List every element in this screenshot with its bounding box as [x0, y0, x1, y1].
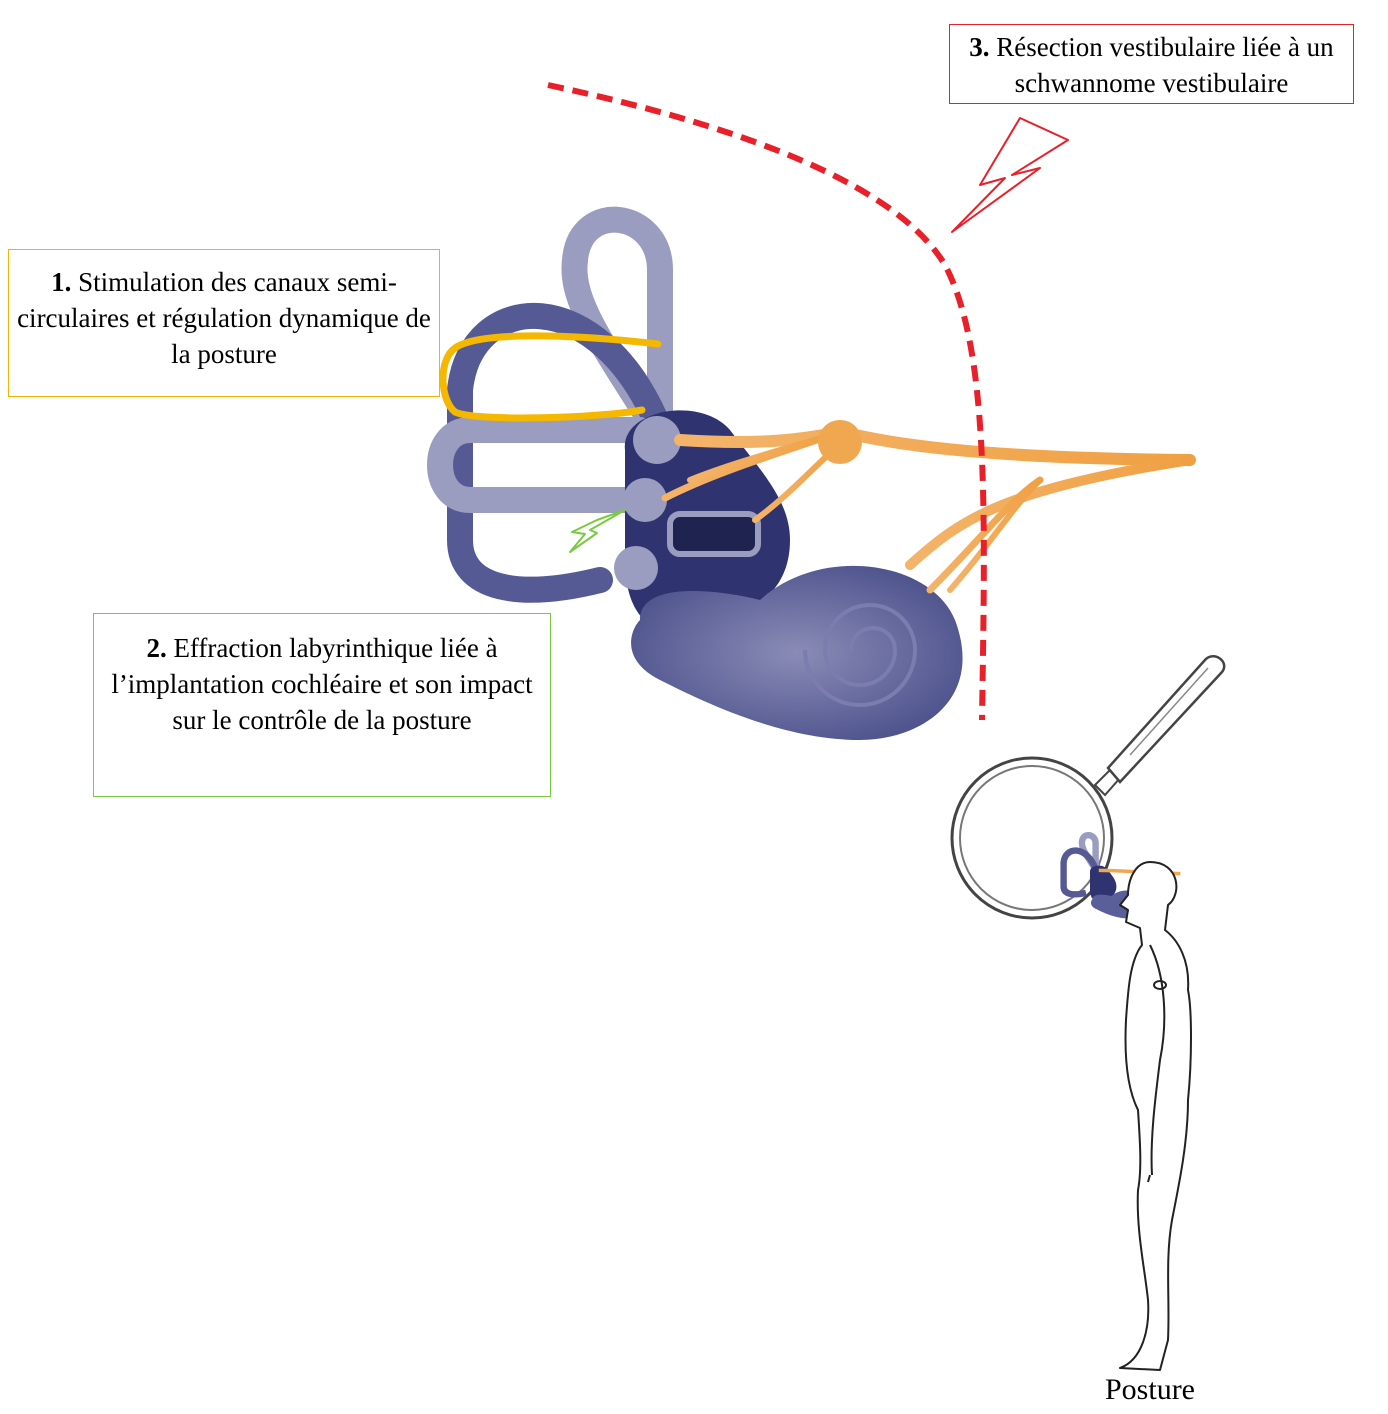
label-box-semicircular-canals: 1. Stimulation des canaux semi-circulair… [8, 249, 440, 397]
label-text: Résection vestibulaire liée à un schwann… [996, 32, 1333, 98]
red-lightning-icon [952, 118, 1068, 232]
label-text: Stimulation des canaux semi-circulaires … [17, 267, 431, 369]
label-number: 1. [51, 267, 71, 297]
label-box-cochlear-implantation: 2. Effraction labyrinthique liée à l’imp… [93, 613, 551, 797]
human-figure-icon [1120, 862, 1191, 1370]
label-text: Effraction labyrinthique liée à l’implan… [111, 633, 532, 735]
inner-ear-illustration [440, 220, 1190, 740]
label-number: 3. [969, 32, 989, 62]
label-number: 2. [146, 633, 166, 663]
green-lightning-icon [570, 510, 625, 552]
magnifier-icon [952, 656, 1224, 918]
label-box-vestibular-resection: 3. Résection vestibulaire liée à un schw… [949, 24, 1354, 104]
posture-caption: Posture [1090, 1372, 1210, 1408]
